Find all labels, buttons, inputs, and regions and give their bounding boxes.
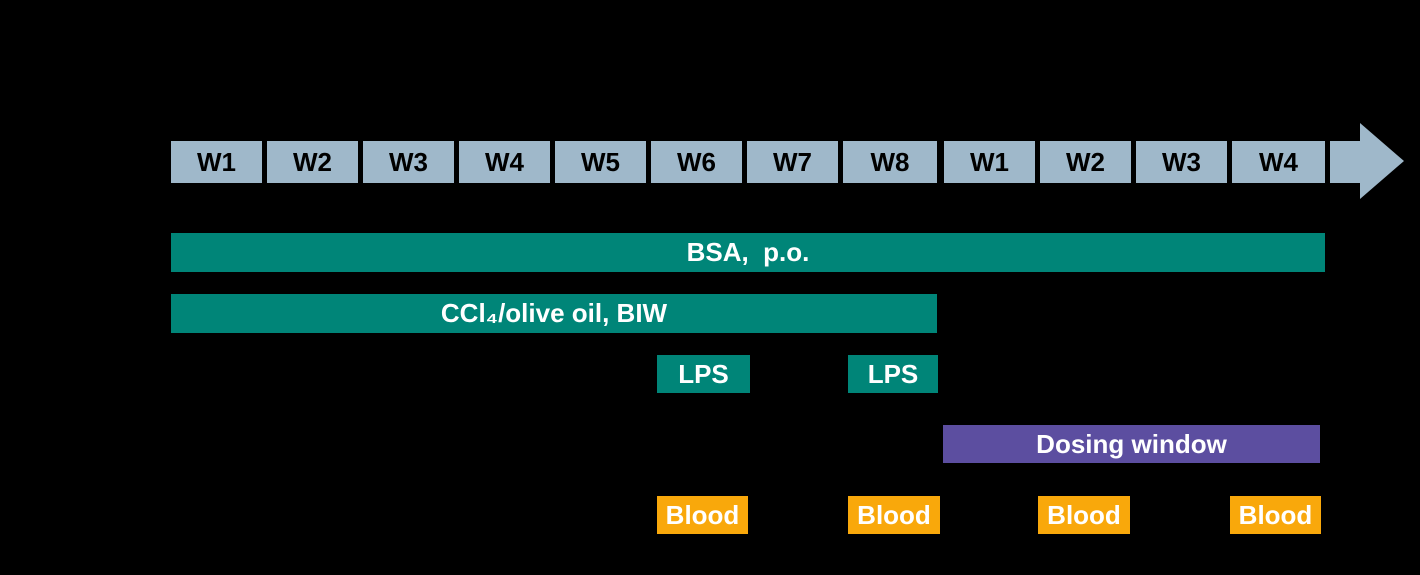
week-cell-p1-w2: W2 (267, 141, 358, 183)
blood-box: Blood (1038, 496, 1130, 534)
blood-box: Blood (848, 496, 940, 534)
week-cell-p2-w4: W4 (1232, 141, 1325, 183)
week-cell-p1-w7: W7 (747, 141, 838, 183)
right-arrow-icon (1330, 123, 1404, 199)
week-cell-p1-w6: W6 (651, 141, 742, 183)
week-cell-p2-w3: W3 (1136, 141, 1227, 183)
dosing-window-label: Dosing window (1036, 428, 1227, 459)
dosing-window-bar: Dosing window (943, 425, 1320, 463)
blood-box-label: Blood (665, 499, 740, 530)
lps-box-label: LPS (678, 358, 729, 389)
week-cell-p1-w4: W4 (459, 141, 550, 183)
lps-box-label: LPS (867, 358, 919, 389)
lps-box: LPS (657, 355, 750, 393)
blood-box: Blood (1230, 496, 1321, 534)
lps-box: LPS (848, 355, 938, 393)
blood-box-label: Blood (1047, 499, 1121, 530)
blood-box: Blood (657, 496, 748, 534)
bsa-bar: BSA, p.o. (171, 233, 1325, 272)
bsa-bar-label: BSA, p.o. (686, 237, 810, 267)
week-cell-p1-w1: W1 (171, 141, 262, 183)
blood-box-label: Blood (857, 499, 931, 530)
week-cell-p1-w5: W5 (555, 141, 646, 183)
ccl4-bar: CCl₄/olive oil, BIW (171, 294, 937, 333)
week-cell-p2-w1: W1 (944, 141, 1035, 183)
ccl4-bar-label: CCl₄/olive oil, BIW (440, 298, 668, 328)
week-cell-p1-w3: W3 (363, 141, 454, 183)
week-cell-p2-w2: W2 (1040, 141, 1131, 183)
blood-box-label: Blood (1238, 499, 1313, 530)
week-cell-p1-w8: W8 (843, 141, 937, 183)
